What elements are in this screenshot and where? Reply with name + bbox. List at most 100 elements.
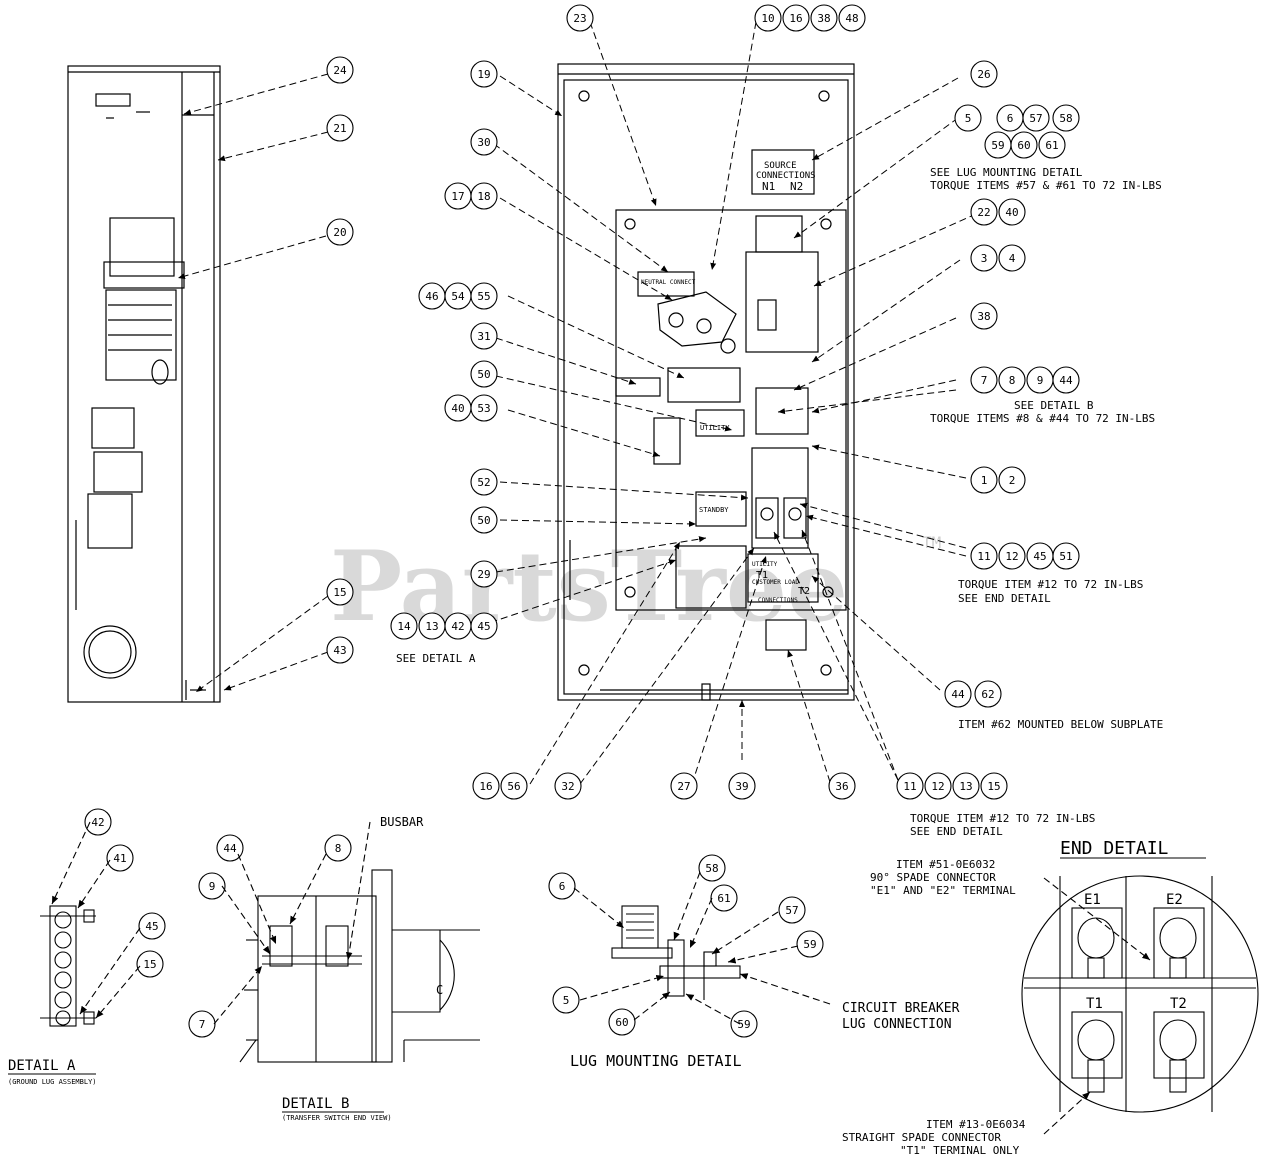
callout-number: 20 xyxy=(333,226,346,239)
callout-number: 42 xyxy=(91,816,104,829)
callout-c15a: 15 xyxy=(326,578,354,606)
callout-number: 9 xyxy=(209,880,216,893)
callout-c40: 40 xyxy=(998,198,1026,226)
callout-dB9: 9 xyxy=(198,872,226,900)
callout-circle xyxy=(980,772,1008,800)
callout-c23: 23 xyxy=(566,4,594,32)
callout-c29: 29 xyxy=(470,560,498,588)
callout-number: 57 xyxy=(785,904,798,917)
callout-number: 42 xyxy=(451,620,464,633)
detail-a-title: DETAIL A (GROUND LUG ASSEMBLY) xyxy=(8,1058,97,1086)
callout-number: 17 xyxy=(451,190,464,203)
callout-number: 38 xyxy=(817,12,830,25)
note-torque-12-b2: SEE END DETAIL xyxy=(910,825,1003,838)
callout-circle xyxy=(138,912,166,940)
callout-circle xyxy=(1052,366,1080,394)
callout-number: 46 xyxy=(425,290,438,303)
callout-circle xyxy=(954,104,982,132)
callout-circle xyxy=(998,198,1026,226)
callout-circle xyxy=(970,302,998,330)
callout-c51: 51 xyxy=(1052,542,1080,570)
callout-c21: 21 xyxy=(326,114,354,142)
callout-c18: 18 xyxy=(470,182,498,210)
callout-c38: 38 xyxy=(810,4,838,32)
callout-number: 24 xyxy=(333,64,347,77)
callout-number: 8 xyxy=(335,842,342,855)
callout-number: 15 xyxy=(333,586,346,599)
callout-number: 18 xyxy=(477,190,490,203)
callout-c4: 4 xyxy=(998,244,1026,272)
item-13-note-3: "T1" TERMINAL ONLY xyxy=(900,1144,1020,1157)
callout-number: 48 xyxy=(845,12,858,25)
callout-number: 16 xyxy=(789,12,802,25)
lug-mounting-title: LUG MOUNTING DETAIL xyxy=(570,1052,742,1070)
callout-circle xyxy=(970,244,998,272)
callout-number: 26 xyxy=(977,68,990,81)
circuit-breaker-label-2: LUG CONNECTION xyxy=(842,1017,952,1032)
callout-c3: 3 xyxy=(970,244,998,272)
callout-c56: 56 xyxy=(500,772,528,800)
callout-circle xyxy=(998,366,1026,394)
end-e2-label: E2 xyxy=(1166,892,1183,908)
callout-c44b: 44 xyxy=(944,680,972,708)
callout-c15b: 15 xyxy=(980,772,1008,800)
callout-number: 59 xyxy=(991,139,1004,152)
callout-circle xyxy=(952,772,980,800)
callout-c1: 1 xyxy=(970,466,998,494)
callout-circle xyxy=(974,680,1002,708)
callout-circle xyxy=(326,578,354,606)
callout-number: 4 xyxy=(1009,252,1016,265)
callout-number: 41 xyxy=(113,852,126,865)
callout-lg59b: 59 xyxy=(730,1010,758,1038)
callout-circle xyxy=(1052,104,1080,132)
callout-c45b: 45 xyxy=(470,612,498,640)
callout-circle xyxy=(470,128,498,156)
detail-b-title-text: DETAIL B xyxy=(282,1096,349,1112)
callout-c62: 62 xyxy=(974,680,1002,708)
callout-number: 15 xyxy=(987,780,1000,793)
callout-dB8: 8 xyxy=(324,834,352,862)
callout-c53: 53 xyxy=(470,394,498,422)
detail-b xyxy=(213,821,480,1063)
callout-circle xyxy=(326,56,354,84)
callout-dB7: 7 xyxy=(188,1010,216,1038)
callout-circle xyxy=(670,772,698,800)
callout-c12: 12 xyxy=(998,542,1026,570)
callout-c44: 44 xyxy=(1052,366,1080,394)
callout-circle xyxy=(1052,542,1080,570)
callout-c38b: 38 xyxy=(970,302,998,330)
callout-circle xyxy=(1022,104,1050,132)
callout-circle xyxy=(810,4,838,32)
callout-circle xyxy=(470,394,498,422)
callout-number: 6 xyxy=(559,880,566,893)
end-e1-label: E1 xyxy=(1084,892,1101,908)
callout-number: 36 xyxy=(835,780,848,793)
end-detail-title: END DETAIL xyxy=(1060,838,1169,859)
callout-c22: 22 xyxy=(970,198,998,226)
callout-circle xyxy=(554,772,582,800)
callout-circle xyxy=(326,218,354,246)
panel-labels: SOURCE CONNECTIONS N1 N2 NEUTRAL CONNECT… xyxy=(641,161,816,604)
callout-number: 62 xyxy=(981,688,994,701)
callout-number: 59 xyxy=(737,1018,750,1031)
callout-circle xyxy=(548,872,576,900)
callout-circle xyxy=(470,468,498,496)
callout-circle xyxy=(470,282,498,310)
callout-number: 44 xyxy=(223,842,237,855)
callout-number: 39 xyxy=(735,780,748,793)
callout-dA41: 41 xyxy=(106,844,134,872)
callout-number: 13 xyxy=(425,620,438,633)
callout-circle xyxy=(326,114,354,142)
callout-c10: 10 xyxy=(754,4,782,32)
callout-circle xyxy=(470,182,498,210)
note-see-detail-a: SEE DETAIL A xyxy=(396,652,476,665)
callout-circle xyxy=(326,636,354,664)
callout-number: 31 xyxy=(477,330,490,343)
callout-circle xyxy=(782,4,810,32)
callout-circle xyxy=(470,612,498,640)
item-41-note-2: 90° SPADE CONNECTOR xyxy=(870,871,996,884)
callout-number: 44 xyxy=(1059,374,1073,387)
callout-number: 60 xyxy=(615,1016,628,1029)
callout-number: 61 xyxy=(1045,139,1058,152)
